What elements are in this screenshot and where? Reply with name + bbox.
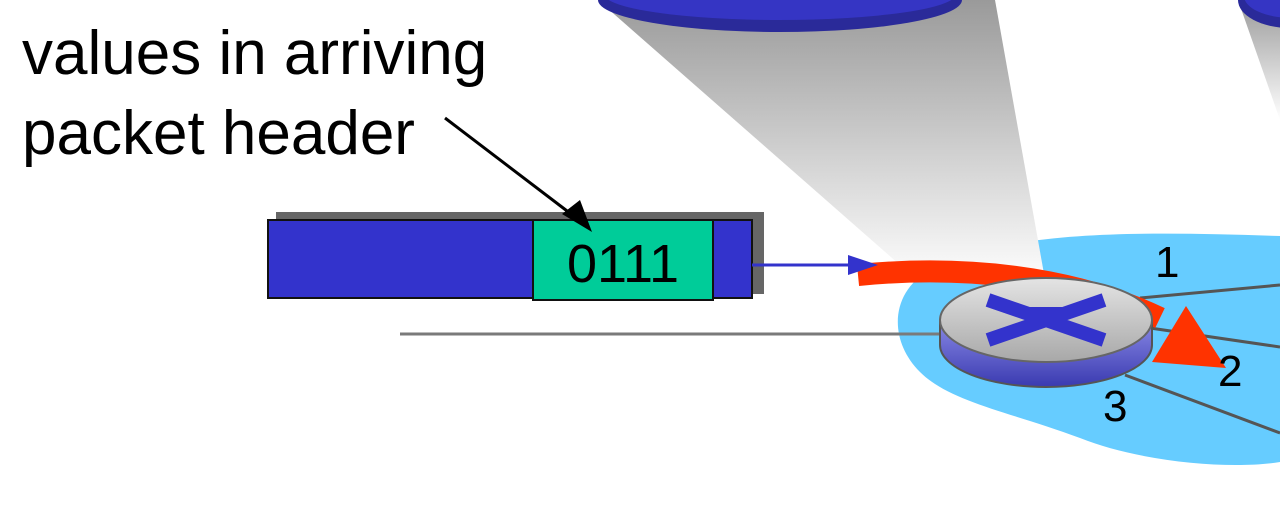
port-label-2: 2 bbox=[1218, 347, 1242, 396]
forwarding-table-icon-2 bbox=[1238, 0, 1280, 28]
annotation-line-1: values in arriving bbox=[22, 19, 487, 88]
packet-header-bits: 0111 bbox=[567, 234, 679, 294]
port-label-1: 1 bbox=[1155, 238, 1179, 287]
router-cross-icon bbox=[985, 293, 1107, 347]
router-icon bbox=[939, 277, 1153, 388]
link-port-1 bbox=[1139, 283, 1280, 300]
packet-direction-arrow bbox=[752, 255, 878, 275]
port-label-3: 3 bbox=[1103, 382, 1127, 431]
forwarding-table-icon bbox=[598, 0, 962, 32]
table-projection-beam bbox=[598, 0, 1046, 285]
packet: 0111 bbox=[267, 212, 764, 301]
table-projection-beam-2 bbox=[1238, 0, 1280, 120]
link-port-3 bbox=[1124, 373, 1280, 435]
packet-header-field bbox=[532, 219, 714, 301]
annotation-line-2: packet header bbox=[22, 99, 415, 168]
annotation-pointer-arrow bbox=[444, 116, 592, 232]
